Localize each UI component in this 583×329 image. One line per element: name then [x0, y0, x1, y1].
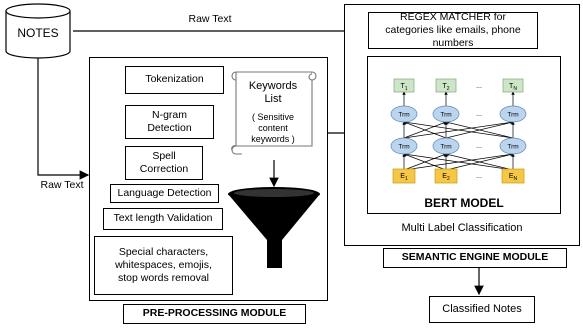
step-text-length-validation: Text length Validation [103, 208, 223, 230]
preprocessing-title: PRE-PROCESSING MODULE [123, 304, 306, 324]
bert-trm-label: Trm [398, 112, 409, 119]
notes-label: NOTES [17, 26, 59, 40]
bert-output-token-label: T1 [400, 83, 407, 92]
keywords-list-note: ( Sensitive content keywords ) [251, 112, 295, 144]
step-tokenization: Tokenization [125, 66, 224, 94]
bert-ellipsis: ... [476, 83, 482, 90]
bert-trm-label: Trm [398, 144, 409, 151]
step-special-chars-removal: Special characters, whitespaces, emojis,… [94, 236, 233, 295]
classification-label: Multi Label Classification [401, 222, 523, 234]
classified-notes-box: Classified Notes [429, 296, 535, 323]
bert-trm-node [499, 105, 527, 123]
bert-output-token-label: TN [509, 83, 517, 92]
bert-edge [403, 152, 514, 171]
bert-output-token [502, 78, 524, 93]
step-language-detection: Language Detection [110, 184, 219, 203]
edge-notes-to-preprocessing [37, 58, 90, 180]
bert-trm-node [432, 137, 460, 155]
bert-trm-label: Trm [507, 144, 518, 151]
bert-input-token [434, 168, 458, 184]
step-ngram-detection: N-gram Detection [125, 105, 214, 139]
bert-edge [403, 153, 447, 171]
bert-trm-label: Trm [440, 144, 451, 151]
bert-trm-node [390, 137, 418, 155]
step-spell-correction: Spell Correction [125, 146, 203, 180]
keywords-list-title: Keywords List [248, 80, 298, 106]
bert-edge [403, 120, 514, 139]
bert-trm-label: Trm [440, 112, 451, 119]
bert-edge [445, 120, 514, 139]
bert-ellipsis: ... [476, 111, 482, 118]
bert-edge [445, 152, 514, 171]
bert-architecture: T1TrmTrmE1T2TrmTrmE2TNTrmTrmEN..........… [390, 78, 527, 184]
scroll-icon [231, 71, 317, 155]
bert-output-token [393, 78, 415, 93]
raw-text-label-left: Raw Text [40, 179, 84, 191]
bert-trm-node [499, 137, 527, 155]
bert-input-token [501, 168, 525, 184]
bert-ellipsis: ... [476, 173, 482, 180]
bert-input-token-label: E2 [442, 173, 450, 182]
bert-input-token-label: E1 [400, 173, 408, 182]
raw-text-label-top: Raw Text [188, 13, 232, 25]
bert-trm-label: Trm [507, 112, 518, 119]
bert-trm-node [390, 105, 418, 123]
bert-ellipsis: ... [476, 143, 482, 150]
bert-edge [403, 121, 447, 139]
funnel-icon [228, 160, 320, 268]
bert-output-token-label: T2 [442, 83, 449, 92]
bert-output-token [435, 78, 457, 93]
bert-trm-node [432, 105, 460, 123]
bert-input-token [392, 168, 416, 184]
notes-database-icon [5, 3, 71, 59]
semantic-engine-title: SEMANTIC ENGINE MODULE [383, 248, 567, 268]
bert-input-token-label: EN [509, 173, 518, 182]
regex-matcher: REGEX MATCHER for categories like emails… [368, 11, 538, 49]
bert-model-name: BERT MODEL [424, 196, 504, 210]
